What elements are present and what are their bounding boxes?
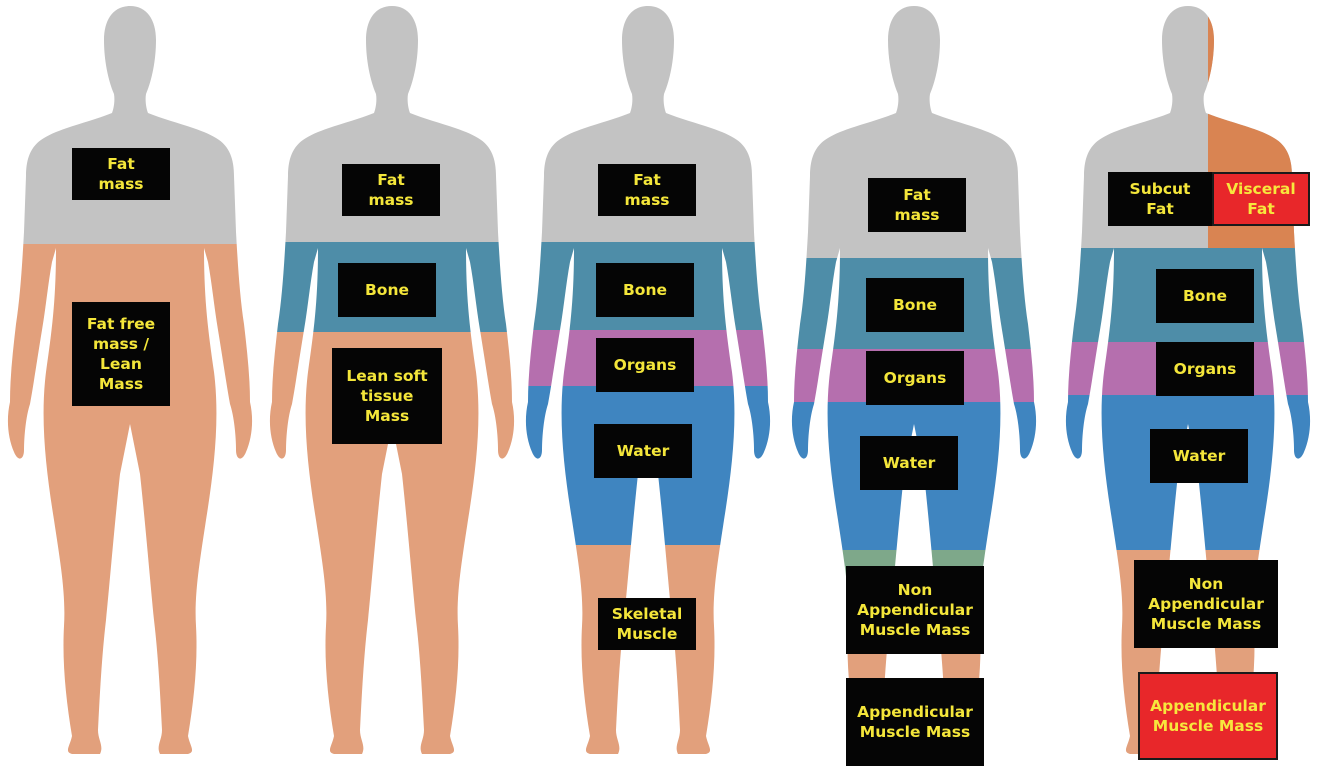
label-line: Fat xyxy=(903,185,931,205)
label-organs: Organs xyxy=(596,338,694,392)
label-line: Organs xyxy=(614,355,677,375)
label-line: Muscle xyxy=(617,624,678,644)
label-line: mass xyxy=(894,205,939,225)
label-line: Fat free xyxy=(87,314,155,334)
label-organs: Organs xyxy=(1156,342,1254,396)
label-bone: Bone xyxy=(866,278,964,332)
label-line: Organs xyxy=(884,368,947,388)
label-line: Lean soft xyxy=(346,366,427,386)
label-water: Water xyxy=(1150,429,1248,483)
label-line: Non xyxy=(898,580,933,600)
label-line: mass / xyxy=(93,334,149,354)
label-line: Fat xyxy=(107,154,135,174)
label-line: mass xyxy=(368,190,413,210)
label-line: mass xyxy=(98,174,143,194)
label-line: Bone xyxy=(1183,286,1227,306)
label-line: Fat xyxy=(633,170,661,190)
label-line: tissue xyxy=(361,386,414,406)
label-line: Appendicular xyxy=(857,600,973,620)
label-line: Mass xyxy=(99,374,143,394)
label-line: Subcut xyxy=(1130,179,1191,199)
label-line: Mass xyxy=(365,406,409,426)
label-line: Bone xyxy=(893,295,937,315)
label-line: Organs xyxy=(1174,359,1237,379)
label-line: Visceral xyxy=(1226,179,1295,199)
label-line: Bone xyxy=(623,280,667,300)
label-line: Muscle Mass xyxy=(1151,614,1261,634)
label-organs: Organs xyxy=(866,351,964,405)
label-line: Fat xyxy=(1146,199,1174,219)
label-bone: Bone xyxy=(1156,269,1254,323)
label-line: Water xyxy=(617,441,670,461)
label-line: Lean xyxy=(100,354,142,374)
label-water: Water xyxy=(860,436,958,490)
label-line: Fat xyxy=(377,170,405,190)
body-band xyxy=(518,545,778,766)
label-water: Water xyxy=(594,424,692,478)
label-line: Non xyxy=(1189,574,1224,594)
label-line: Muscle Mass xyxy=(1153,716,1263,736)
label-line: Muscle Mass xyxy=(860,722,970,742)
label-line: Skeletal xyxy=(612,604,683,624)
label-line: Appendicular xyxy=(857,702,973,722)
label-line: Appendicular xyxy=(1150,696,1266,716)
label-bone: Bone xyxy=(596,263,694,317)
label-line: Fat xyxy=(1247,199,1275,219)
label-line: Appendicular xyxy=(1148,594,1264,614)
label-line: Bone xyxy=(365,280,409,300)
label-line: Water xyxy=(1173,446,1226,466)
body-band xyxy=(0,0,260,244)
label-line: Water xyxy=(883,453,936,473)
label-line: Muscle Mass xyxy=(860,620,970,640)
label-line: mass xyxy=(624,190,669,210)
label-bone: Bone xyxy=(338,263,436,317)
